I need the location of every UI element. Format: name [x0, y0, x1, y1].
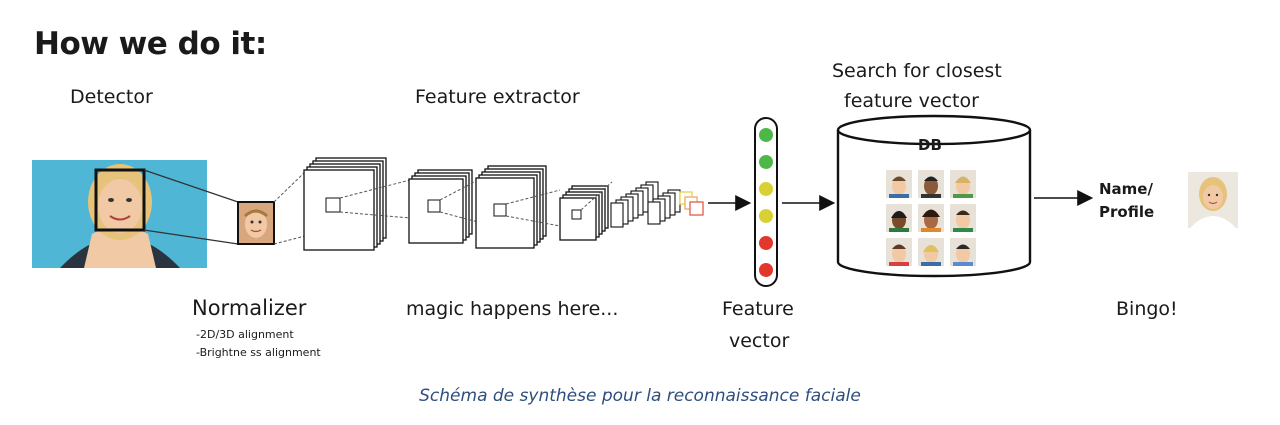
page-title: How we do it:	[34, 26, 267, 62]
detector-label: Detector	[70, 86, 153, 108]
name-profile-label-line1: Name/	[1099, 180, 1153, 198]
feature-vector-label-line2: vector	[729, 330, 790, 352]
feature-vector-label-line1: Feature	[722, 298, 794, 320]
feature-vector-dot-green	[759, 155, 773, 169]
detection-box	[94, 168, 146, 232]
normalizer-note: -Brightne ss alignment	[196, 346, 321, 359]
feature-extractor-label: Feature extractor	[415, 86, 580, 108]
name-profile-label-line2: Profile	[1099, 203, 1155, 221]
bingo-label: Bingo!	[1116, 298, 1178, 320]
figure-caption: Schéma de synthèse pour la reconnaissanc…	[419, 386, 861, 406]
feature-vector-dot-yellow	[759, 182, 773, 196]
db-label: DB	[918, 136, 942, 154]
search-label-line2: feature vector	[844, 90, 979, 112]
portrait-grid-icon	[886, 170, 976, 266]
search-label-line1: Search for closest	[832, 60, 1002, 82]
detector-photo	[32, 160, 207, 268]
portrait-icon	[1188, 172, 1238, 228]
cnn-layers	[303, 157, 704, 251]
normalized-face	[237, 201, 275, 245]
feature-vector-dot-green	[759, 128, 773, 142]
normalizer-label: Normalizer	[192, 296, 307, 320]
feature-vector	[754, 117, 778, 287]
magic-label: magic happens here...	[406, 298, 619, 320]
feature-vector-dot-red	[759, 236, 773, 250]
feature-vector-dot-red	[759, 263, 773, 277]
normalizer-note: -2D/3D alignment	[196, 328, 294, 341]
feature-vector-dot-yellow	[759, 209, 773, 223]
